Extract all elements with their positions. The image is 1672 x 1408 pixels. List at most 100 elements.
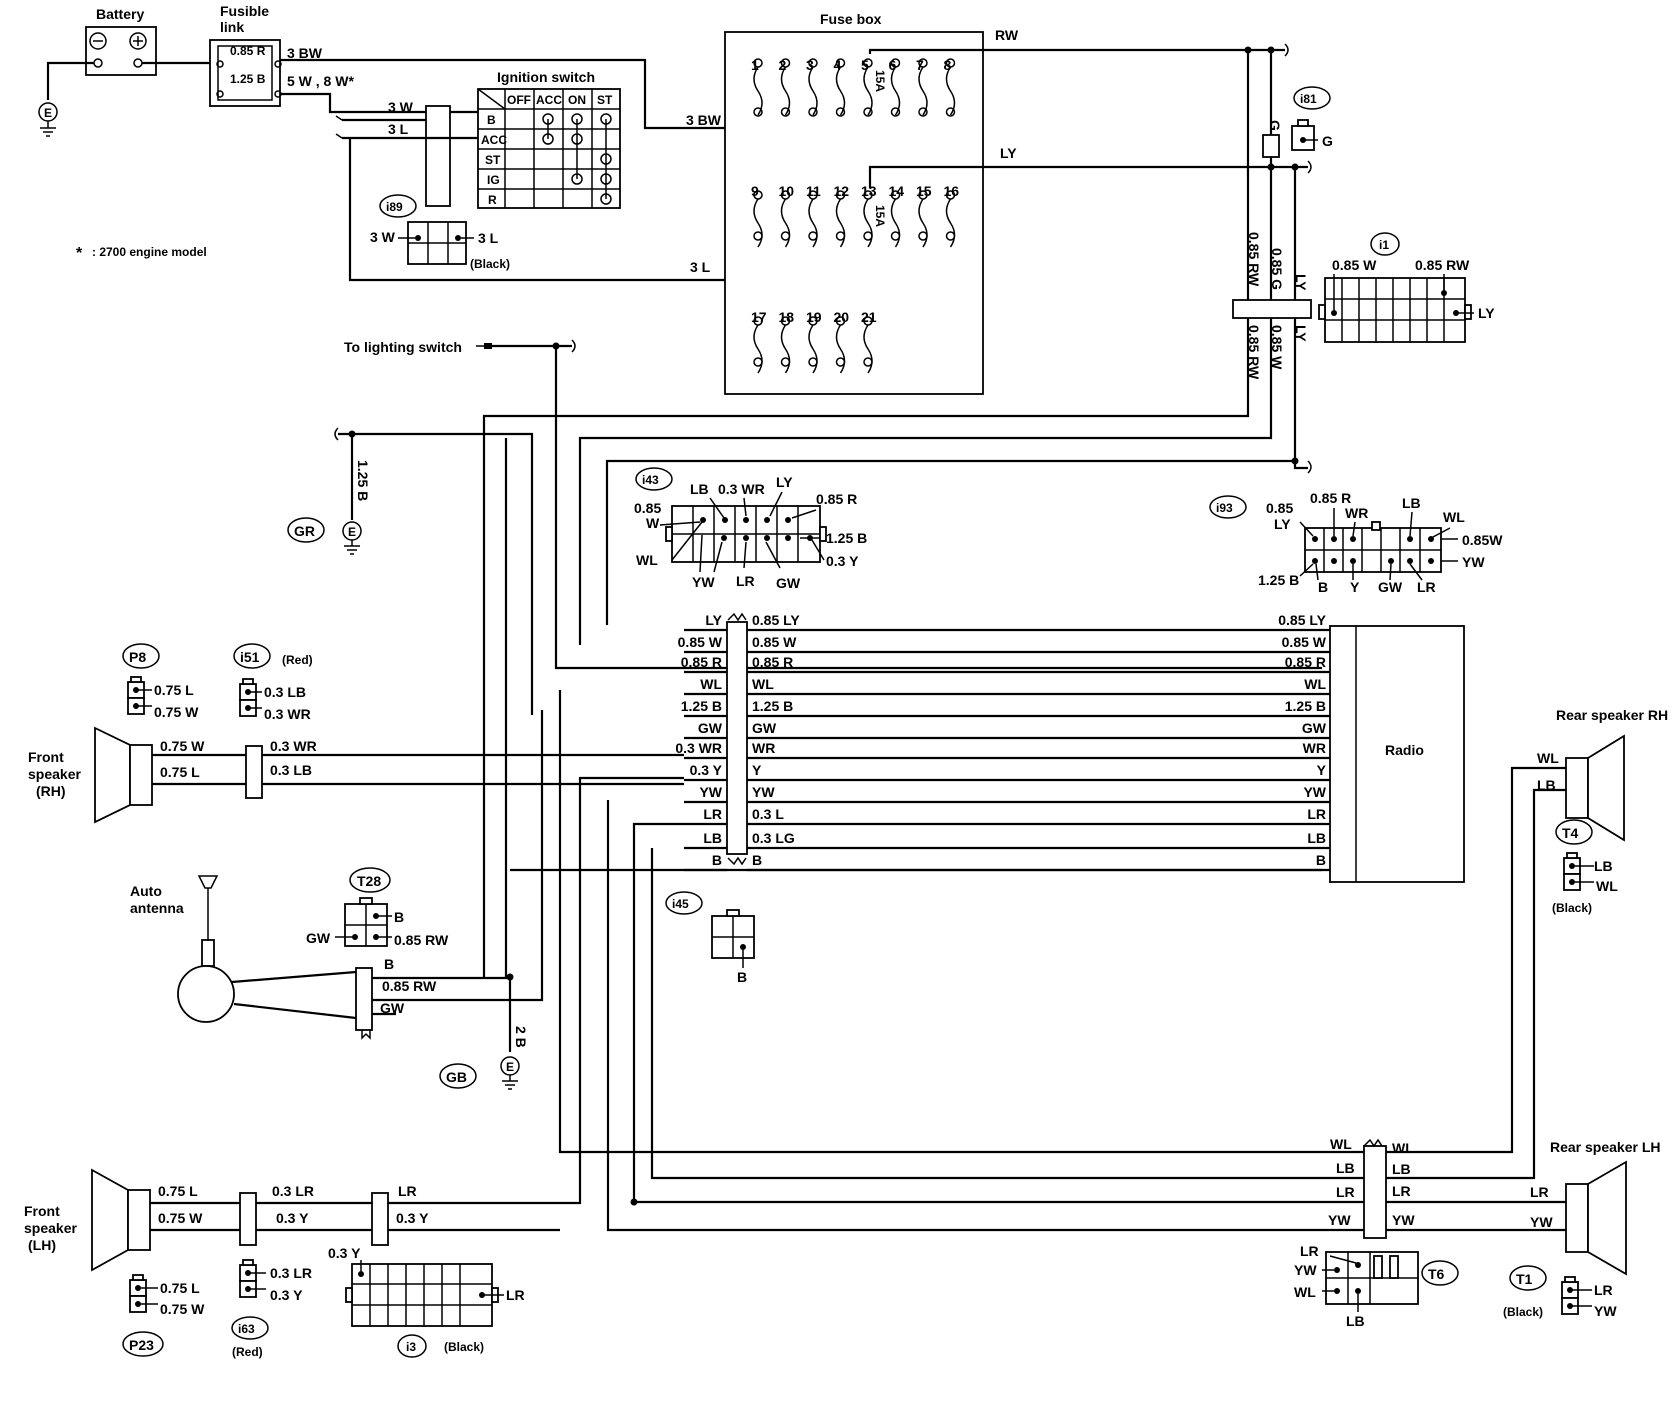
harness-wire-lr <box>632 822 684 1202</box>
harness-label-mid: 0.3 L <box>752 806 784 822</box>
battery: Battery E <box>38 6 210 137</box>
front-speaker-lh: Front speaker (LH) 0.75 L 0.75 W 0.3 LR … <box>24 776 684 1272</box>
svg-text:Rear speaker LH: Rear speaker LH <box>1550 1139 1661 1155</box>
svg-text:0.85 R: 0.85 R <box>230 44 266 58</box>
lighting-switch-wire: To lighting switch <box>344 339 1322 670</box>
svg-text:Radio: Radio <box>1385 742 1424 758</box>
svg-text:i43: i43 <box>642 473 659 487</box>
fuse-element <box>780 66 791 116</box>
harness-label-mid: WR <box>752 740 775 756</box>
svg-text:3 L: 3 L <box>388 121 409 137</box>
svg-text:0.3 Y: 0.3 Y <box>270 1287 303 1303</box>
fuse-terminal <box>918 231 928 241</box>
svg-text:1.25 B: 1.25 B <box>826 530 867 546</box>
connector-i93: i93 0.85 LY 0.85 R WR LB WL 0.85W YW 1.2… <box>1209 490 1503 595</box>
svg-text:Y: Y <box>1350 579 1360 595</box>
svg-text:WL: WL <box>1596 878 1618 894</box>
harness-label-mid: YW <box>752 784 775 800</box>
connector-i81: i81 G <box>1291 86 1333 151</box>
svg-text:0.75 L: 0.75 L <box>160 1280 200 1296</box>
svg-text:Rear speaker RH: Rear speaker RH <box>1556 707 1668 723</box>
svg-text:LR: LR <box>1392 1183 1411 1199</box>
harness-label-mid: GW <box>752 720 777 736</box>
svg-text:GW: GW <box>380 1000 405 1016</box>
svg-text:LY: LY <box>1000 145 1017 161</box>
svg-text:i63: i63 <box>238 1322 255 1336</box>
harness-label-left: 0.85 W <box>678 634 723 650</box>
fuse-element <box>780 198 791 248</box>
svg-text:Ignition switch: Ignition switch <box>497 69 595 85</box>
connector-t4: T4 LB WL (Black) <box>1552 819 1618 915</box>
fuse-element <box>863 66 873 116</box>
svg-text:E: E <box>348 525 356 539</box>
harness-label-mid: 1.25 B <box>752 698 793 714</box>
svg-text:LR: LR <box>1594 1282 1613 1298</box>
harness-label-left: LR <box>703 806 722 822</box>
svg-text:Fuse box: Fuse box <box>820 11 882 27</box>
svg-text:0.85 R: 0.85 R <box>816 491 857 507</box>
harness-label-right: 0.85 R <box>1285 654 1326 670</box>
harness-label-right: 1.25 B <box>1285 698 1326 714</box>
harness-label-right: GW <box>1302 720 1327 736</box>
svg-text:i81: i81 <box>1300 92 1317 106</box>
radio: Radio <box>1329 625 1465 883</box>
svg-text:15A: 15A <box>873 205 887 227</box>
svg-text:0.75 W: 0.75 W <box>154 704 199 720</box>
harness-label-right: YW <box>1303 784 1326 800</box>
svg-text:Front: Front <box>24 1203 60 1219</box>
fuse-terminal <box>808 357 818 367</box>
svg-text:0.85 RW: 0.85 RW <box>382 978 437 994</box>
svg-text:0.75 W: 0.75 W <box>158 1210 203 1226</box>
svg-text:3 BW: 3 BW <box>686 112 722 128</box>
harness-label-right: LR <box>1307 806 1326 822</box>
svg-text:speaker: speaker <box>28 766 81 782</box>
svg-text:(Red): (Red) <box>232 1345 263 1359</box>
svg-text:LB: LB <box>1402 495 1421 511</box>
svg-text:15A: 15A <box>873 70 887 92</box>
fuse-element <box>945 66 956 116</box>
connector-i89: i89 3 W 3 L (Black) <box>370 194 510 271</box>
svg-text:1.25 B: 1.25 B <box>230 72 266 86</box>
svg-text:T4: T4 <box>1562 825 1579 841</box>
svg-text:i51: i51 <box>240 649 260 665</box>
fuse-terminal <box>918 107 928 117</box>
svg-text:(Black): (Black) <box>1552 901 1592 915</box>
svg-text:OFF: OFF <box>507 93 531 107</box>
svg-text:0.85 R: 0.85 R <box>1310 490 1351 506</box>
svg-text:LB: LB <box>1346 1313 1365 1329</box>
harness-label-mid: 0.85 LY <box>752 612 800 628</box>
svg-text:To lighting switch: To lighting switch <box>344 339 462 355</box>
svg-text:YW: YW <box>1530 1214 1553 1230</box>
engine-note: * : 2700 engine model <box>76 245 207 262</box>
svg-text:3 L: 3 L <box>478 230 499 246</box>
svg-text:0.3 LB: 0.3 LB <box>264 684 306 700</box>
harness-label-mid: B <box>752 852 762 868</box>
fuse-terminal <box>753 107 763 117</box>
svg-text:3 W: 3 W <box>388 99 414 115</box>
harness-label-right: B <box>1316 852 1326 868</box>
connector-i43: i43 LB 0.3 WR LY 0.85 R 0.85 W 1.25 B WL… <box>634 467 867 591</box>
connector-i1: i1 0.85 W 0.85 RW LY <box>1318 232 1495 343</box>
svg-text:(Black): (Black) <box>1503 1305 1543 1319</box>
svg-text:LY: LY <box>1274 516 1291 532</box>
svg-text:(Black): (Black) <box>444 1340 484 1354</box>
svg-text:YW: YW <box>692 574 715 590</box>
fuse-element <box>863 324 873 374</box>
harness-label-left: LY <box>705 612 722 628</box>
harness-label-left: B <box>712 852 722 868</box>
svg-text:LY: LY <box>1293 274 1309 291</box>
svg-text:0.75 L: 0.75 L <box>154 682 194 698</box>
svg-text:0.3 Y: 0.3 Y <box>328 1245 361 1261</box>
svg-text:LY: LY <box>776 474 793 490</box>
svg-text:0.85 RW: 0.85 RW <box>394 932 449 948</box>
svg-text:Fusible: Fusible <box>220 3 269 19</box>
svg-text:LB: LB <box>1336 1160 1355 1176</box>
wire-break-i1 <box>1232 299 1312 319</box>
connector-t1: T1 LR YW (Black) <box>1503 1265 1617 1319</box>
svg-text:B: B <box>487 113 496 127</box>
svg-text:WR: WR <box>1345 505 1368 521</box>
fuse-terminal <box>890 107 901 117</box>
